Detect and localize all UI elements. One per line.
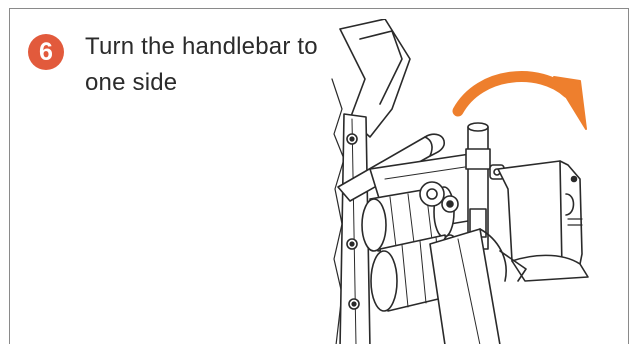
handlebar-illustration	[330, 19, 629, 344]
lower-tube	[430, 229, 500, 344]
instruction-step-panel: 6 Turn the handlebar to one side	[9, 8, 629, 344]
step-instruction-text: Turn the handlebar to one side	[85, 29, 320, 101]
step-number-badge: 6	[28, 34, 64, 70]
curved-arrow-icon	[458, 77, 586, 129]
handlebar-clamp-plate	[498, 161, 582, 271]
